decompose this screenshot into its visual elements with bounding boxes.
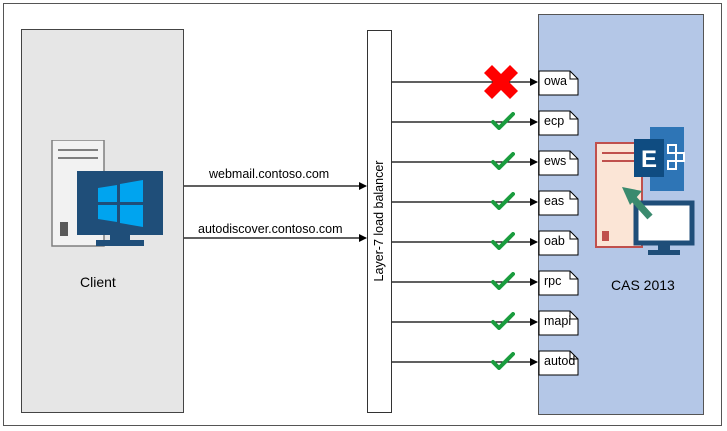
vdir-label: ews	[544, 154, 567, 168]
failed-x-icon	[484, 65, 518, 99]
vdir-autod: autod	[538, 350, 579, 376]
vdir-tag-shape	[538, 150, 579, 176]
check-icon	[491, 152, 515, 170]
vdir-tag-shape	[538, 70, 579, 96]
hostname-autodiscover: autodiscover.contoso.com	[198, 222, 343, 236]
check-icon	[491, 352, 515, 370]
vdir-label: ecp	[544, 114, 565, 128]
vdir-rpc: rpc	[538, 270, 579, 296]
check-icon	[491, 112, 515, 130]
vdir-tag-shape	[538, 190, 579, 216]
vdir-tag-shape	[538, 230, 579, 256]
vdir-mapi: mapi	[538, 310, 579, 336]
vdir-tag-shape	[538, 310, 579, 336]
client-label: Client	[80, 274, 116, 290]
load-balancer	[367, 30, 392, 413]
vdir-tag-shape	[538, 270, 579, 296]
check-icon	[491, 272, 515, 290]
check-icon	[491, 232, 515, 250]
vdir-ews: ews	[538, 150, 579, 176]
svg-text:E: E	[641, 146, 657, 173]
vdir-ecp: ecp	[538, 110, 579, 136]
vdir-label: autod	[544, 354, 576, 368]
vdir-oab: oab	[538, 230, 579, 256]
vdir-tag-shape	[538, 350, 579, 376]
hostname-webmail: webmail.contoso.com	[209, 167, 330, 181]
client-computer-icon	[51, 140, 163, 247]
check-icon	[491, 312, 515, 330]
vdir-label: oab	[544, 234, 565, 248]
vdir-eas: eas	[538, 190, 579, 216]
vdir-label: mapi	[544, 314, 572, 328]
vdir-label: owa	[544, 74, 567, 88]
check-icon	[491, 192, 515, 210]
vdir-label: rpc	[544, 274, 562, 288]
vdir-tag-shape	[538, 110, 579, 136]
cas-server-label: CAS 2013	[611, 277, 675, 293]
cas-server-icon: E	[595, 127, 695, 255]
vdir-label: eas	[544, 194, 565, 208]
vdir-owa: owa	[538, 70, 579, 96]
